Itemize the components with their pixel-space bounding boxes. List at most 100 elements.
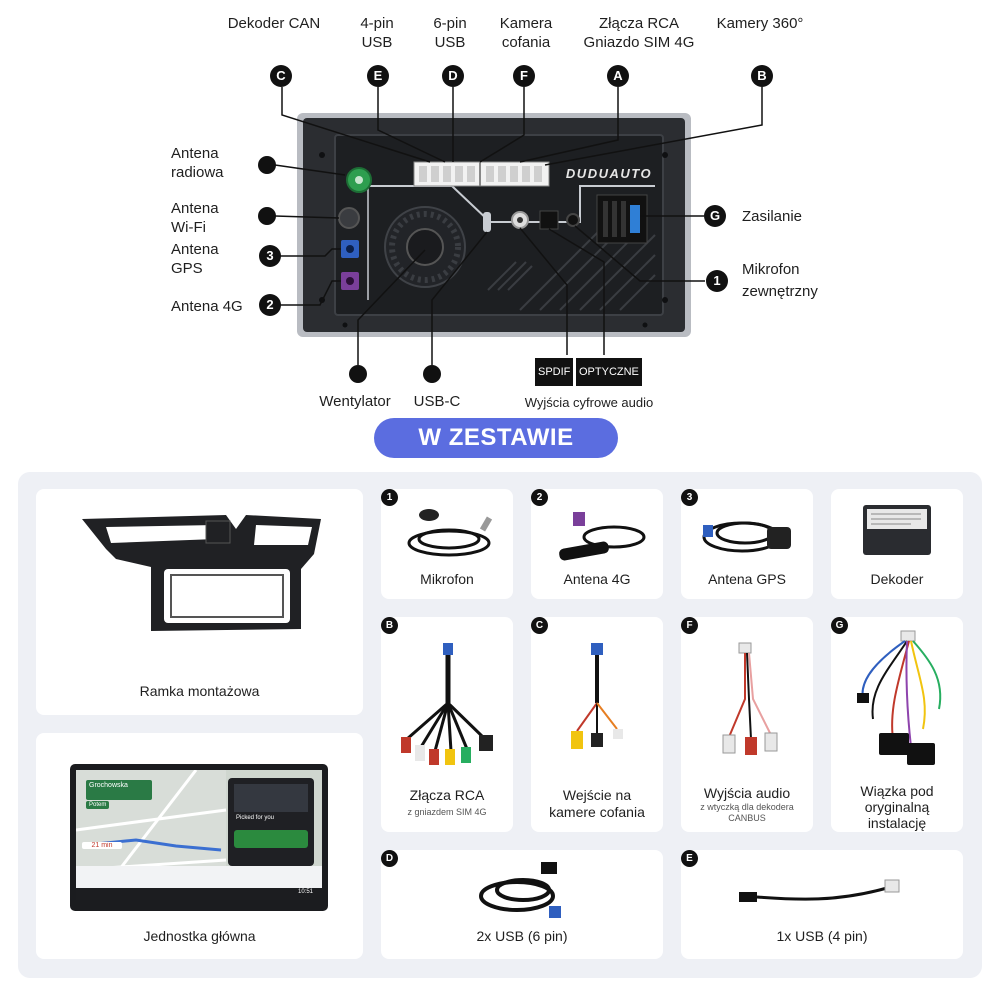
label-camera-line1: Kamera — [499, 15, 553, 32]
fan — [406, 228, 444, 266]
audio-name: Wyjścia audio — [703, 785, 791, 801]
usb4-image — [739, 879, 900, 902]
leader-lines — [274, 87, 763, 365]
head-unit-image: Grochowska Potem Picked for you 21 min 1… — [70, 764, 328, 911]
card-decoder: Dekoder — [831, 489, 963, 599]
decoder-name: Dekoder — [870, 571, 924, 587]
label-mic-line2: zewnętrzny — [742, 283, 818, 300]
badge-2: 2 — [259, 294, 281, 316]
nav-street: Grochowska — [86, 780, 152, 800]
audio-sub-line1: z wtyczką dla dekodera — [700, 802, 794, 812]
label-radio-line1: Antena — [171, 145, 219, 162]
mic-name: Mikrofon — [420, 571, 474, 587]
included-banner: W ZESTAWIE — [374, 418, 618, 458]
frame-name: Ramka montażowa — [139, 683, 260, 699]
card-camera: C Wejście na kamere cofania — [531, 617, 663, 832]
camera-badge: C — [531, 617, 548, 634]
harness-name-line3: instalację — [867, 815, 927, 831]
card-usb6: D 2x USB (6 pin) — [381, 850, 663, 959]
camera-image — [571, 643, 623, 749]
label-usb6-line1: 6-pin — [433, 15, 467, 32]
label-mic-line1: Mikrofon — [742, 261, 800, 278]
rca-name: Złącza RCA — [409, 787, 485, 803]
card-gps: 3 Antena GPS — [681, 489, 813, 599]
label-usb6-line2: USB — [434, 34, 466, 51]
marker-fan — [349, 365, 367, 383]
badge-c: C — [270, 65, 292, 87]
gps-name: Antena GPS — [708, 571, 786, 587]
badge-3: 3 — [259, 245, 281, 267]
badge-a: A — [607, 65, 629, 87]
label-usb4-line1: 4-pin — [360, 15, 394, 32]
marker-usbc — [423, 365, 441, 383]
badge-1: 1 — [706, 270, 728, 292]
screen-clock: 10:51 — [298, 889, 314, 895]
label-cam360: Kamery 360° — [716, 15, 804, 32]
card-lte: 2 Antena 4G — [531, 489, 663, 599]
label-wifi-line1: Antena — [171, 200, 219, 217]
nav-then: Potem — [86, 801, 110, 809]
card-head-unit: Grochowska Potem Picked for you 21 min 1… — [36, 733, 363, 959]
harness-badge: G — [831, 617, 848, 634]
mic-port — [566, 213, 580, 227]
usb4-badge: E — [681, 850, 698, 867]
decoder-image — [863, 505, 931, 555]
label-fan: Wentylator — [319, 393, 391, 410]
card-audio-out: F Wyjścia audio z wtyczką dla dekodera C… — [681, 617, 813, 832]
lte-badge: 2 — [531, 489, 548, 506]
card-harness: G Wiązka pod oryginalną instalację — [831, 617, 963, 832]
label-rca-line1: Złącza RCA — [598, 15, 680, 32]
badge-f: F — [513, 65, 535, 87]
rear-unit-drawing: DUDUAUTO — [274, 87, 763, 365]
harness-name-line1: Wiązka pod — [860, 783, 934, 799]
wifi-antenna-port — [338, 207, 360, 229]
label-lte: Antena 4G — [171, 298, 243, 315]
kit-panel: Ramka montażowa Grochowska Potem Picked … — [18, 472, 982, 978]
camera-name-line2: kamere cofania — [549, 804, 645, 820]
lte-name: Antena 4G — [563, 571, 631, 587]
vent-hatch — [487, 229, 656, 311]
label-power: Zasilanie — [742, 208, 803, 225]
camera-name-line1: Wejście na — [562, 787, 632, 803]
label-digital-out: Wyjścia cyfrowe audio — [524, 395, 654, 410]
mic-image — [407, 509, 493, 557]
power-connector-accent — [630, 205, 640, 233]
head-unit-name: Jednostka główna — [143, 928, 256, 944]
label-gps-line2: GPS — [171, 260, 203, 277]
label-usbc: USB-C — [413, 393, 461, 410]
usb6-badge: D — [381, 850, 398, 867]
label-usb4-line2: USB — [361, 34, 393, 51]
nav-eta: 21 min — [82, 842, 122, 849]
label-radio-line2: radiowa — [171, 164, 224, 181]
rca-image — [401, 643, 493, 765]
brand-logo: DUDUAUTO — [566, 166, 652, 181]
lte-image — [559, 512, 646, 561]
usb6-image — [479, 862, 561, 918]
badge-e: E — [367, 65, 389, 87]
frame-image — [82, 515, 321, 631]
usb6-name: 2x USB (6 pin) — [476, 928, 568, 944]
connector-pins — [419, 166, 542, 182]
marker-wifi — [258, 207, 276, 225]
usb4-name: 1x USB (4 pin) — [776, 928, 868, 944]
label-gps-line1: Antena — [171, 241, 219, 258]
card-mic: 1 Mikrofon — [381, 489, 513, 599]
marker-radio — [258, 156, 276, 174]
mic-badge: 1 — [381, 489, 398, 506]
harness-image — [857, 630, 942, 765]
rca-sub: z gniazdem SIM 4G — [407, 807, 487, 817]
gps-image — [702, 521, 791, 553]
label-rca-line2: Gniazdo SIM 4G — [583, 34, 695, 51]
audio-badge: F — [681, 617, 698, 634]
rca-badge: B — [381, 617, 398, 634]
usbc-port — [483, 212, 491, 232]
harness-name-line2: oryginalną — [864, 799, 930, 815]
card-rca: B Złącza RCA z gniazdem SIM 4G — [381, 617, 513, 832]
gps-badge: 3 — [681, 489, 698, 506]
label-can-decoder: Dekoder CAN — [227, 15, 321, 32]
card-usb4: E 1x USB (4 pin) — [681, 850, 963, 959]
head-unit-screen: Grochowska Potem Picked for you 21 min 1… — [76, 770, 322, 900]
tag-spdif: SPDIF — [535, 358, 574, 386]
badge-g: G — [704, 205, 726, 227]
card-frame: Ramka montażowa — [36, 489, 363, 715]
